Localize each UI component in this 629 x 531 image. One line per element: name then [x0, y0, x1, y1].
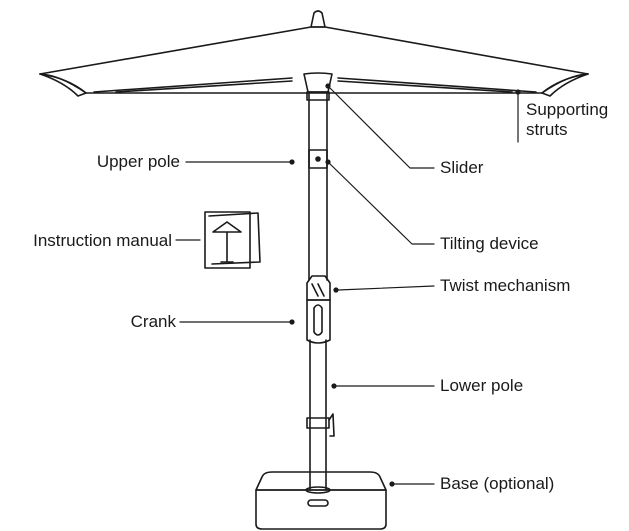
label-tilting-device: Tilting device	[440, 234, 539, 253]
label-twist-mechanism: Twist mechanism	[440, 276, 571, 295]
leader-slider	[327, 85, 435, 169]
crank-housing	[306, 299, 331, 344]
label-upper-pole: Upper pole	[96, 152, 180, 171]
manual-umbrella-glyph	[212, 221, 242, 263]
dot-twist-mechanism	[333, 287, 339, 293]
slider-collar	[306, 91, 330, 101]
base-slot	[307, 499, 329, 507]
base-top	[255, 471, 387, 491]
dot-lower-pole	[331, 383, 337, 389]
label-supporting-struts-2: struts	[526, 120, 568, 139]
canopy	[39, 10, 589, 97]
strut-right-inner	[337, 80, 513, 93]
base-socket	[305, 486, 331, 494]
crank-handle	[313, 304, 323, 336]
label-crank: Crank	[130, 312, 176, 331]
label-instruction-manual: Instruction manual	[33, 231, 172, 250]
canopy-skirt	[39, 73, 589, 94]
base-body	[255, 489, 387, 530]
tilting-device-pin	[315, 156, 321, 162]
leader-lines	[175, 83, 521, 487]
canopy-top-cap	[310, 10, 326, 28]
label-base-optional: Base (optional)	[440, 474, 555, 493]
canopy-hub	[303, 72, 333, 93]
tilting-device	[308, 149, 328, 169]
instruction-manual-icon	[204, 211, 261, 269]
dot-crank	[289, 319, 295, 325]
twist-mechanism-detail	[311, 283, 325, 297]
pole-clamp-lever	[328, 413, 335, 437]
leader-tilting-device	[327, 161, 435, 245]
canopy-right-flap	[541, 73, 589, 97]
label-lower-pole: Lower pole	[440, 376, 524, 395]
dot-tilting-device	[325, 159, 331, 165]
dot-slider	[325, 83, 331, 89]
label-supporting-struts-1: Supporting	[526, 100, 609, 119]
upper-pole	[308, 91, 328, 281]
strut-right	[337, 77, 537, 93]
leader-twist-mechanism	[337, 285, 435, 291]
canopy-left-flap	[39, 73, 87, 97]
dot-base	[389, 481, 395, 487]
pole	[306, 91, 335, 491]
canopy-top-surface	[39, 26, 589, 75]
pole-clamp	[306, 417, 330, 429]
lower-pole	[309, 339, 327, 491]
dot-upper-pole	[289, 159, 295, 165]
manual-front-page	[204, 211, 251, 269]
strut-left	[93, 77, 293, 93]
base	[255, 471, 387, 530]
dot-supporting-struts	[515, 89, 521, 95]
strut-left-inner	[115, 80, 293, 93]
label-slider: Slider	[440, 158, 484, 177]
manual-back-page	[208, 212, 261, 265]
